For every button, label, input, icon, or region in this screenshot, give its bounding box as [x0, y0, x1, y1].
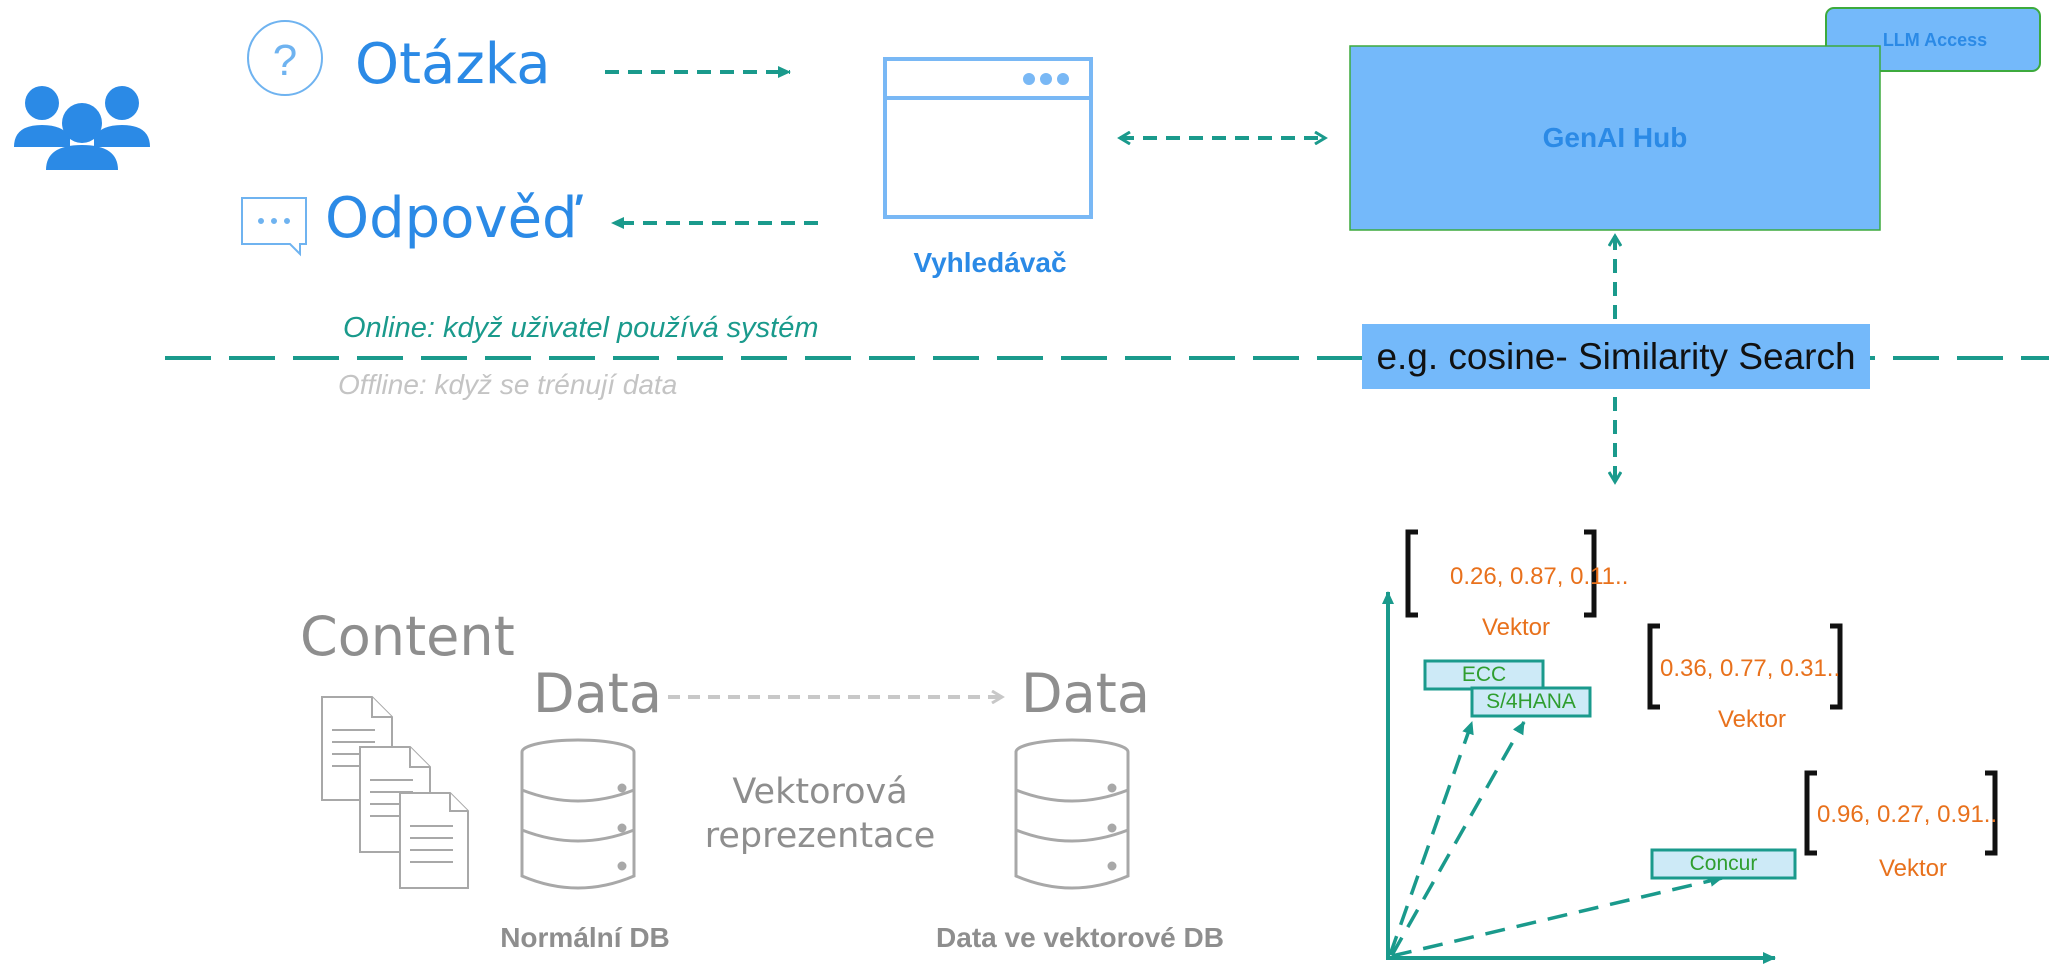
search-engine-label: Vyhledávač — [913, 247, 1067, 278]
browser-window-icon — [883, 57, 1093, 219]
offline-text: Offline: když se trénují data — [338, 369, 678, 400]
question-icon: ? — [247, 20, 323, 96]
ecc-box — [1423, 659, 1545, 691]
vector-database-icon — [1014, 738, 1130, 890]
data-right-label: Data — [1021, 662, 1150, 725]
svg-text:?: ? — [273, 36, 297, 85]
question-label: Otázka — [355, 32, 551, 97]
content-label: Content — [300, 605, 515, 668]
vector-representation-line2: reprezentace — [704, 816, 936, 856]
vector-arrow-s4hana — [1390, 721, 1526, 956]
vector-db-label: Data ve vektorové DB — [936, 922, 1224, 953]
vector-label-3: Vektor — [1878, 855, 1948, 882]
vector-arrow-ecc — [1388, 721, 1474, 956]
vector-representation-line1: Vektorová — [732, 772, 908, 812]
similarity-search-label: e.g. cosine- Similarity Search — [1376, 335, 1856, 377]
vector-label-2: Vektor — [1717, 706, 1787, 733]
normal-db-label: Normální DB — [500, 922, 670, 953]
documents-icon — [321, 696, 469, 889]
vector-values-3: 0.96, 0.27, 0.91.. — [1817, 801, 1998, 828]
genai-hub-box — [1349, 45, 1881, 231]
answer-label: Odpověď — [325, 186, 578, 251]
vector-brackets — [1405, 529, 1998, 856]
vector-space-axes — [1382, 591, 1776, 964]
concur-label: Concur — [1689, 852, 1758, 875]
online-text: Online: když uživatel používá systém — [343, 312, 819, 344]
users-icon — [14, 86, 150, 170]
genai-hub-label: GenAI Hub — [1542, 122, 1688, 153]
s4hana-box — [1470, 686, 1592, 718]
llm-access-label: LLM Access — [1882, 29, 1988, 50]
concur-box — [1650, 848, 1797, 880]
data-left-label: Data — [533, 662, 662, 725]
similarity-search-box — [1362, 324, 1870, 389]
chat-bubble-icon — [241, 197, 307, 257]
ecc-label: ECC — [1461, 663, 1507, 686]
vector-representation-label: Vektorová reprezentace — [700, 770, 940, 858]
s4hana-label: S/4HANA — [1486, 690, 1576, 713]
vector-arrow-concur — [1391, 874, 1723, 958]
normal-database-icon — [520, 738, 636, 890]
vector-label-1: Vektor — [1481, 614, 1551, 641]
vector-values-2: 0.36, 0.77, 0.31.. — [1660, 655, 1841, 682]
vector-values-1: 0.26, 0.87, 0.11.. — [1450, 563, 1629, 590]
